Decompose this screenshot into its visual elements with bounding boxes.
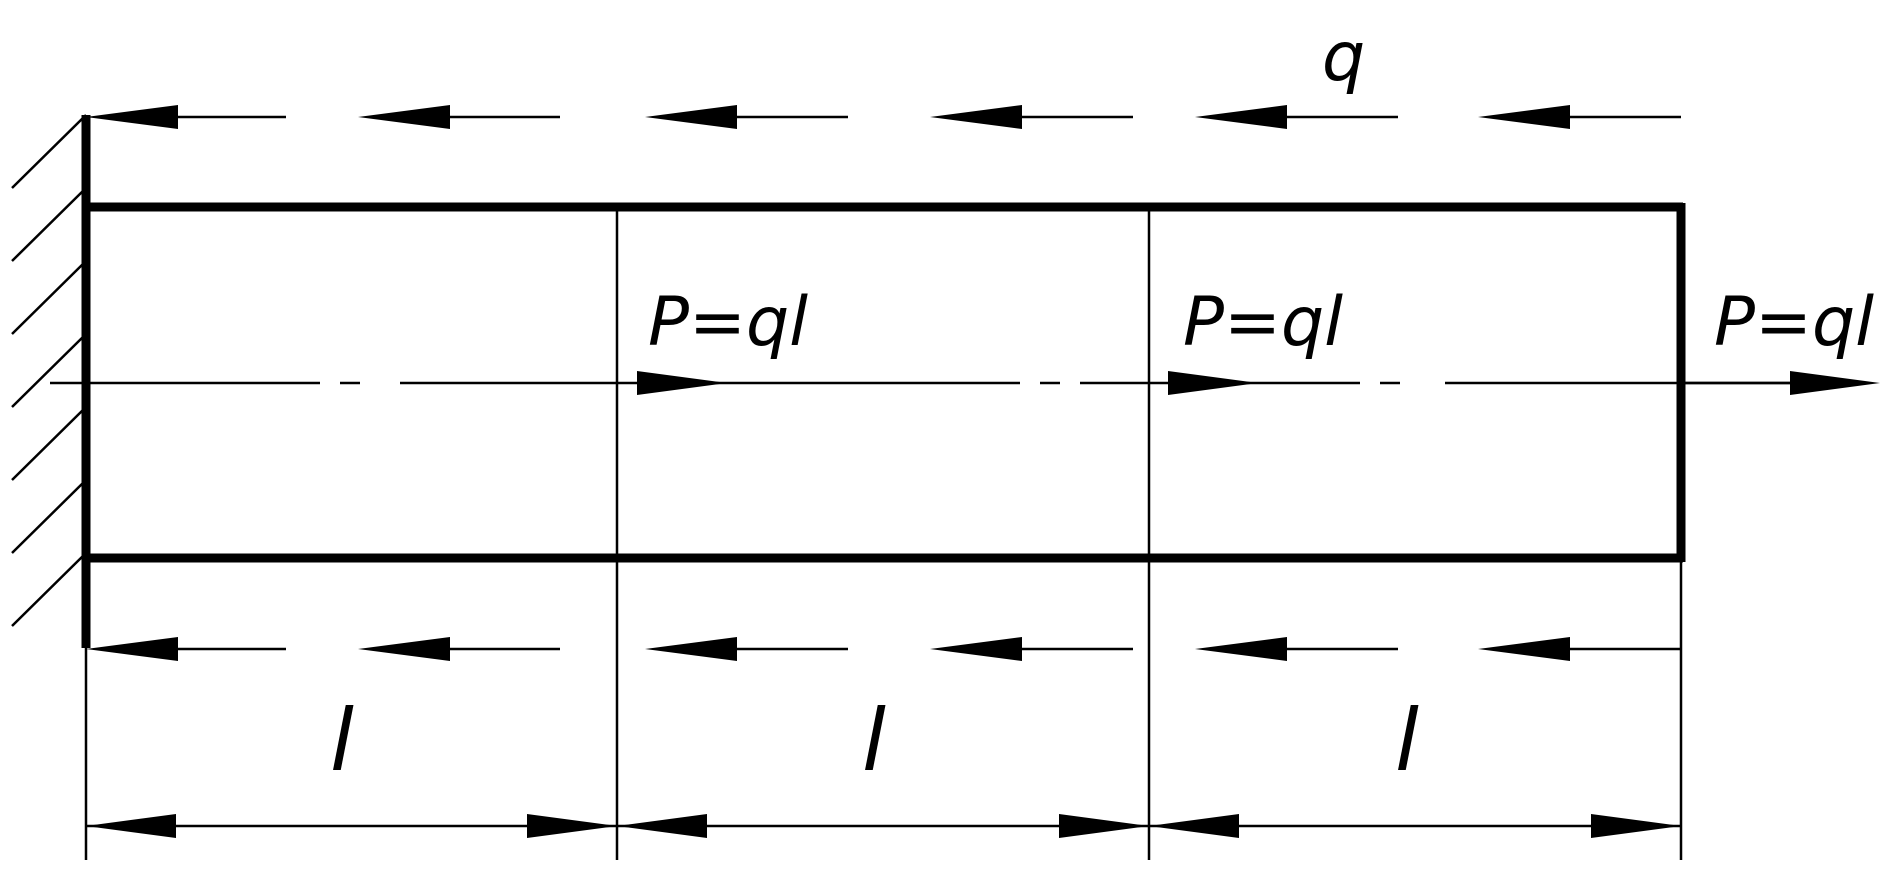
fixed-wall-support — [11, 114, 91, 648]
distributed-load-label: q — [1322, 18, 1365, 97]
load-arrow-head — [645, 637, 737, 661]
load-arrow-head — [930, 637, 1022, 661]
hatch-stroke — [11, 114, 87, 189]
dimension-line-3 — [1149, 814, 1681, 838]
force-arrows — [637, 371, 1880, 395]
load-arrow — [86, 637, 286, 661]
beam-body — [86, 202, 1686, 860]
wall-hatching — [11, 114, 87, 627]
dimension-arrow-left — [86, 814, 176, 838]
load-arrow — [645, 637, 848, 661]
force-arrow-head-1 — [637, 371, 727, 395]
load-arrow-head — [358, 637, 450, 661]
load-arrow — [930, 105, 1133, 129]
load-arrow-head — [1478, 637, 1570, 661]
load-arrow-head — [1195, 637, 1287, 661]
dimension-line-1 — [86, 814, 617, 838]
hatch-stroke — [11, 479, 87, 554]
load-arrow-head — [1478, 105, 1570, 129]
force-arrow-head-3 — [1790, 371, 1880, 395]
load-arrow — [1195, 105, 1398, 129]
load-arrow-head — [645, 105, 737, 129]
load-arrow-head — [86, 637, 178, 661]
load-arrow — [645, 105, 848, 129]
dimension-arrow-right — [1059, 814, 1149, 838]
hatch-stroke — [11, 552, 87, 627]
hatch-stroke — [11, 406, 87, 481]
load-arrow — [1478, 105, 1681, 129]
load-arrow-head — [1195, 105, 1287, 129]
span-label-3: l — [1395, 691, 1419, 791]
load-arrow — [358, 105, 560, 129]
load-arrow — [358, 637, 560, 661]
dimension-lines — [84, 562, 1683, 860]
force-label-1: P=ql — [648, 283, 808, 362]
load-arrow — [86, 105, 286, 129]
dimension-arrow-left — [617, 814, 707, 838]
dimension-arrow-right — [527, 814, 617, 838]
span-label-2: l — [862, 691, 886, 791]
hatch-stroke — [11, 333, 87, 408]
load-arrow-head — [930, 105, 1022, 129]
distributed-load-top — [86, 105, 1681, 129]
span-label-1: l — [330, 691, 354, 791]
force-arrow-head-2 — [1168, 371, 1258, 395]
load-arrow — [1478, 637, 1681, 661]
load-arrow — [1195, 637, 1398, 661]
dimension-line-2 — [617, 814, 1149, 838]
force-label-3: P=ql — [1714, 283, 1874, 362]
force-label-2: P=ql — [1183, 283, 1343, 362]
load-arrow — [930, 637, 1133, 661]
distributed-load-bottom — [86, 637, 1681, 661]
load-arrow-head — [86, 105, 178, 129]
load-arrow-head — [358, 105, 450, 129]
hatch-stroke — [11, 260, 87, 335]
dimension-arrow-right — [1591, 814, 1681, 838]
dimension-arrow-left — [1149, 814, 1239, 838]
hatch-stroke — [11, 187, 87, 262]
